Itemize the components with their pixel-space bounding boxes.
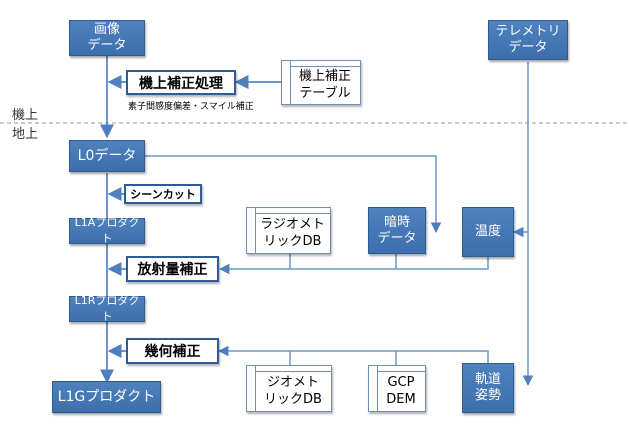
gcp-dem-node: GCP DEM xyxy=(368,365,426,412)
onboard-layer-label: 機上 xyxy=(12,108,39,123)
gcp-dem-label: GCP DEM xyxy=(386,375,416,407)
image-data-node: 画像 データ xyxy=(69,20,145,56)
geometric-db-label: ジオメト リックDB xyxy=(264,375,322,407)
l1r-product-node: L1Rプロダクト xyxy=(69,294,145,323)
dark-data-node: 暗時 データ xyxy=(368,207,426,254)
telemetry-to-temperature-line xyxy=(512,62,529,238)
l0-to-dark-data-line xyxy=(145,155,442,234)
l1g-product-node: L1Gプロダクト xyxy=(52,381,161,413)
onboard-correction-node: 機上補正処理 xyxy=(126,70,236,95)
radiometric-db-node: ラジオメト リックDB xyxy=(246,207,331,254)
ground-layer-label: 地上 xyxy=(12,127,39,142)
onboard-correction-table-label: 機上補正 テーブル xyxy=(298,69,351,101)
geometric-correction-node: 幾何補正 xyxy=(126,338,219,364)
l0-data-node: L0データ xyxy=(69,140,145,172)
radiometric-correction-node: 放射量補正 xyxy=(126,256,219,282)
scene-cut-node: シーンカット xyxy=(124,184,202,204)
radiometric-db-label: ラジオメト リックDB xyxy=(260,217,325,249)
telemetry-data-node: テレメトリ データ xyxy=(488,20,568,60)
onboard-correction-table-node: 機上補正 テーブル xyxy=(281,60,361,105)
orbit-attitude-node: 軌道 姿勢 xyxy=(462,363,514,413)
onboard-correction-note: 素子間感度偏差・スマイル補正 xyxy=(128,102,254,112)
geometric-db-node: ジオメト リックDB xyxy=(246,365,332,412)
geometric-input-bus xyxy=(290,350,489,363)
radiometric-input-bus xyxy=(218,257,489,275)
temperature-node: 温度 xyxy=(462,207,514,257)
l1a-product-node: L1Aプロダクト xyxy=(69,216,145,245)
